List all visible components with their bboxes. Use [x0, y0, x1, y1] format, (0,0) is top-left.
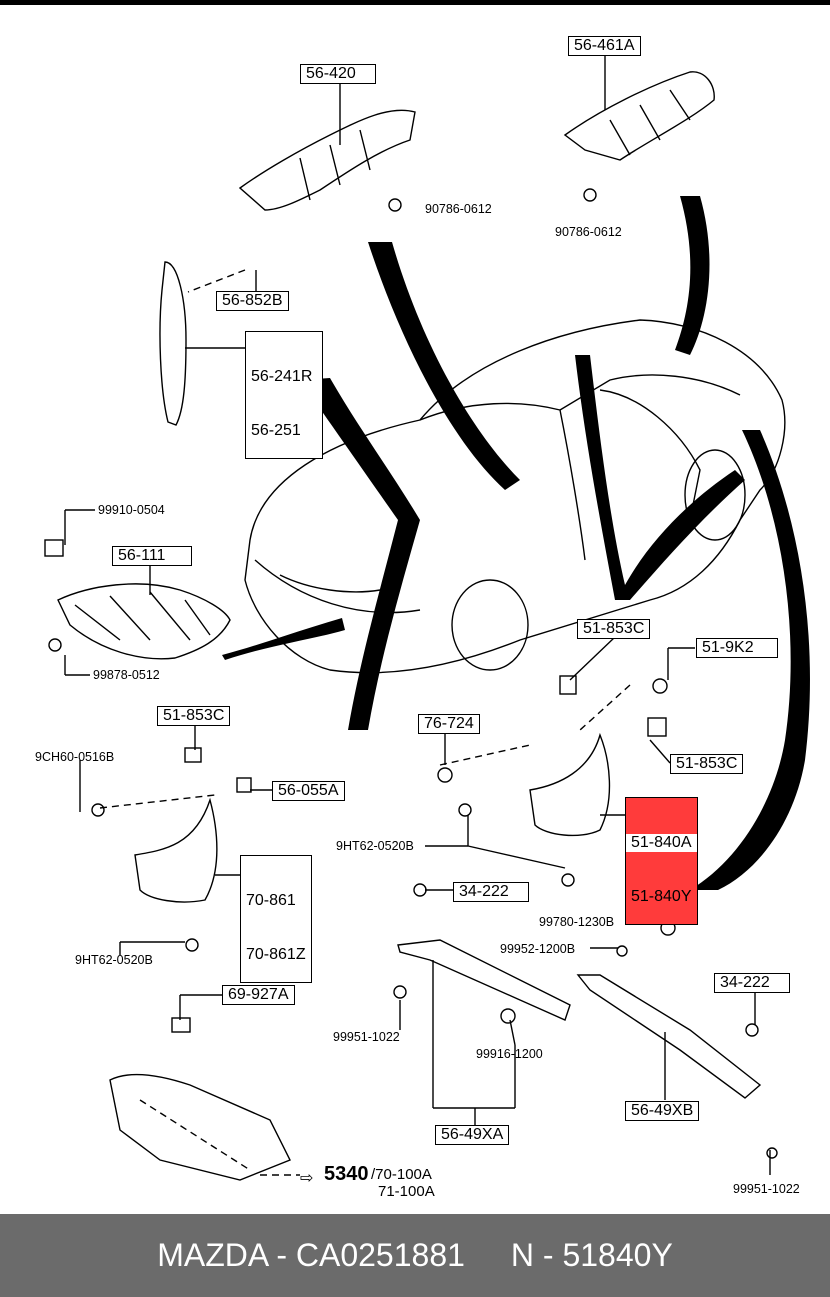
mudflap-51-840: [529, 732, 611, 837]
part-99910-0504: 99910-0504: [98, 503, 165, 517]
callout-56-49XA: 56-49XA: [435, 1125, 510, 1145]
part-99951-1022-left: 99951-1022: [333, 1030, 400, 1044]
brace-56-49XA: [397, 939, 571, 1021]
callout-56-852B: 56-852B: [216, 291, 289, 311]
callout-56-241R-56-251: 56-241R 56-251: [245, 331, 323, 459]
callout-51-853C-right: 51-853C: [670, 754, 744, 774]
part-99951-1022-right: 99951-1022: [733, 1182, 800, 1196]
callout-56-251: 56-251: [251, 422, 301, 439]
part-9CH60-0516B: 9CH60-0516B: [35, 750, 115, 764]
callout-56-461A: 56-461A: [568, 36, 641, 56]
callout-34-222-right: 34-222: [714, 973, 790, 993]
sweep-arrows: [222, 196, 810, 890]
part-9HT62-0520B-right: 9HT62-0520B: [336, 839, 414, 853]
footer-bar: MAZDA - CA0251881 N - 51840Y: [0, 1214, 830, 1297]
callout-51-840A: 51-840A: [626, 834, 697, 852]
callout-70-861Z: 70-861Z: [246, 946, 306, 963]
fasteners: [44, 188, 778, 1159]
mudflap-70-861: [134, 797, 218, 903]
callout-51-9K2: 51-9K2: [696, 638, 778, 658]
part-9HT62-0520B-left: 9HT62-0520B: [75, 953, 153, 967]
brace-56-49XB: [576, 974, 762, 1099]
insulator-56-461A: [563, 71, 715, 161]
floor-panel: [109, 1073, 291, 1181]
footer-part-number: N - 51840Y: [510, 1237, 673, 1273]
callout-70-861: 70-861 70-861Z: [240, 855, 312, 983]
callout-76-724: 76-724: [418, 714, 480, 734]
reference-arrow-icon: ⇨: [300, 1170, 314, 1187]
insulator-56-420: [238, 109, 416, 211]
callout-56-49XB: 56-49XB: [625, 1101, 700, 1121]
protector-56-241R: [159, 261, 187, 426]
reference-5340: 5340: [324, 1163, 369, 1185]
footer-brand-code: MAZDA - CA0251881: [157, 1237, 465, 1273]
top-border: [0, 0, 830, 5]
callout-51-853C-top: 51-853C: [577, 619, 651, 639]
callout-56-241R: 56-241R: [251, 368, 313, 385]
callout-56-420: 56-420: [300, 64, 376, 84]
callout-69-927A: 69-927A: [222, 985, 295, 1005]
part-90786-0612-right: 90786-0612: [555, 225, 622, 239]
part-99952-1200B: 99952-1200B: [500, 942, 576, 956]
part-99878-0512: 99878-0512: [93, 668, 160, 682]
part-99780-1230B: 99780-1230B: [539, 915, 615, 929]
callout-51-840A-51-840Y: 51-840A 51-840Y: [625, 797, 698, 925]
under-cover-56-111: [57, 583, 231, 660]
exploded-parts-diagram: [44, 56, 810, 1181]
part-90786-0612-left: 90786-0612: [425, 202, 492, 216]
callout-51-853C-left: 51-853C: [157, 706, 231, 726]
callout-56-111: 56-111: [112, 546, 192, 566]
part-99916-1200: 99916-1200: [476, 1047, 543, 1061]
callout-56-055A: 56-055A: [272, 781, 345, 801]
reference-71-100A: 71-100A: [378, 1183, 435, 1200]
dashed-guides: [99, 269, 631, 1176]
leader-lines: [64, 56, 771, 1175]
callout-51-840Y: 51-840Y: [631, 888, 692, 905]
callout-34-222-left: 34-222: [453, 882, 529, 902]
callout-70-861-a: 70-861: [246, 892, 296, 909]
reference-70-100A: /70-100A: [371, 1166, 432, 1183]
